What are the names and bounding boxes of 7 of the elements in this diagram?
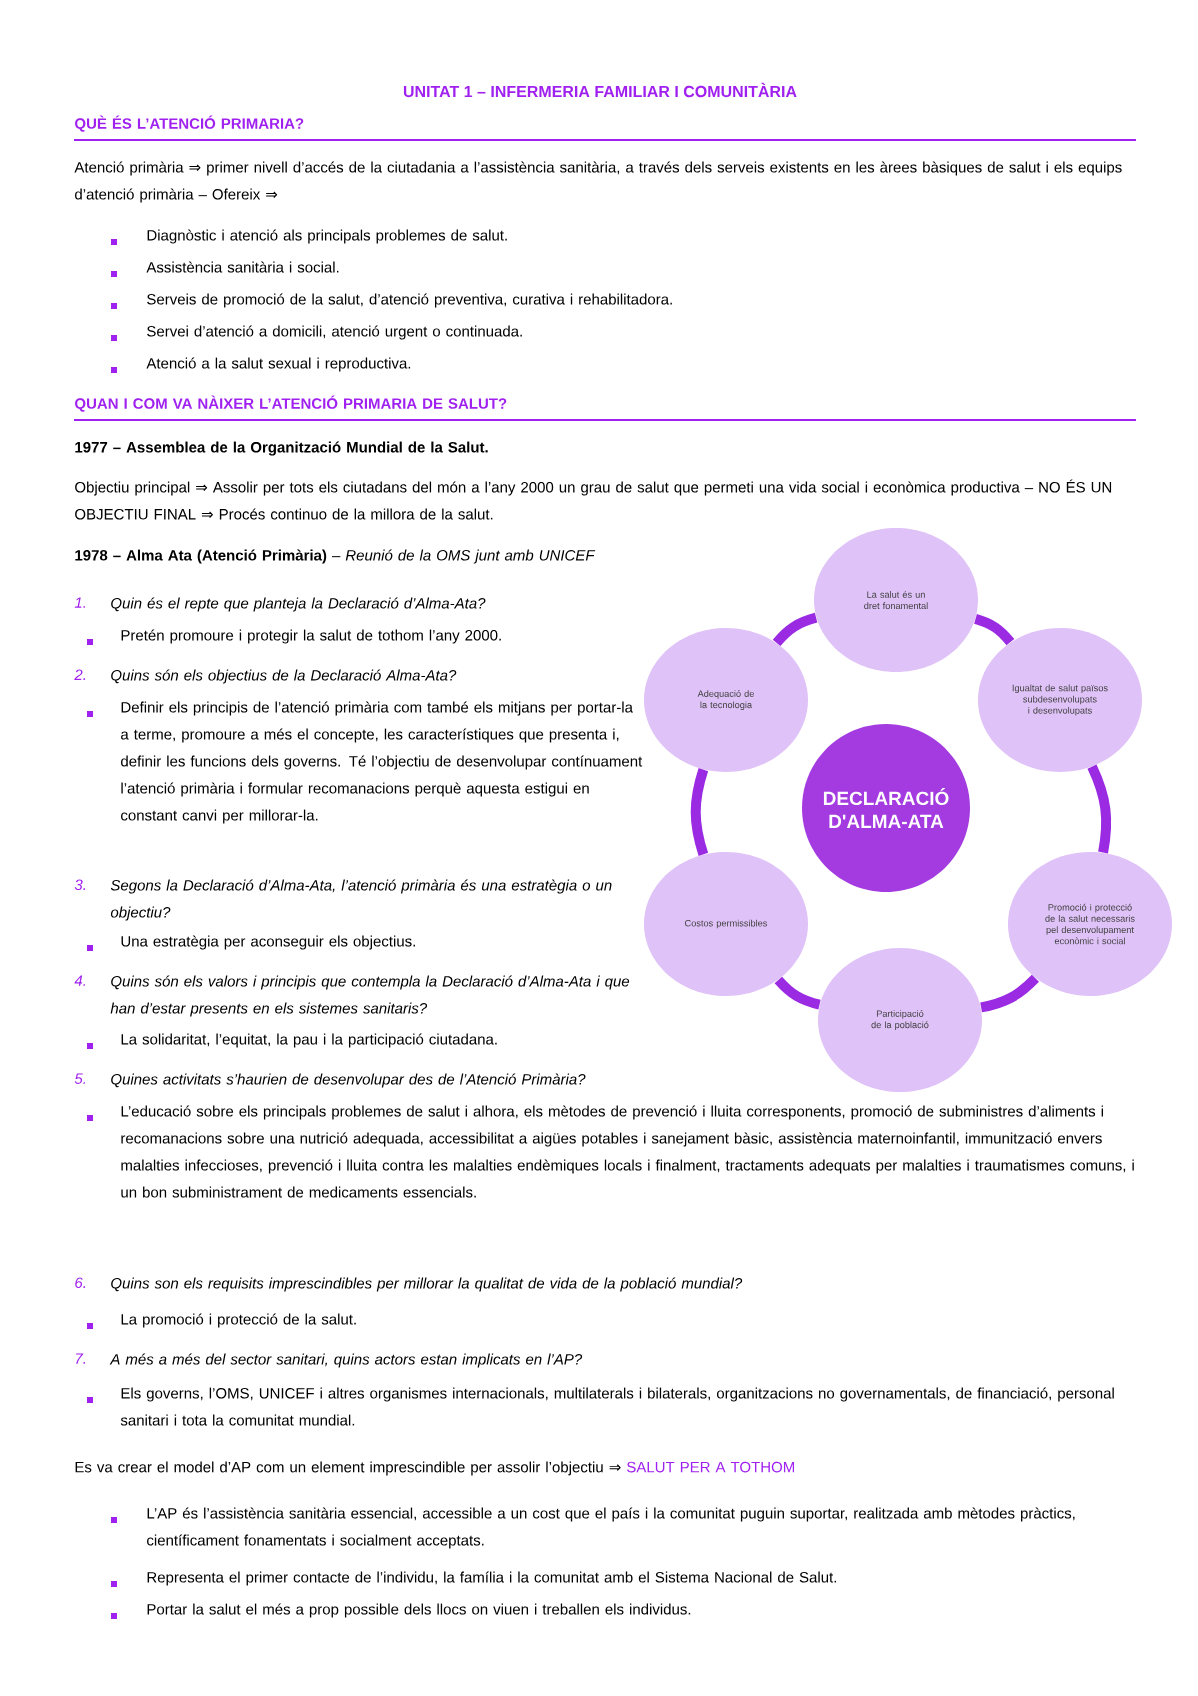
ring-arc [974,614,1015,646]
ring-arc [772,612,818,647]
ring-arc [690,768,709,856]
title: UNITAT 1 – INFERMERIA FAMILIAR I COMUNITÀRIA [403,82,797,98]
ring-arc [1087,764,1112,854]
ring-arc [774,976,821,1010]
ring-arc [980,974,1039,1013]
